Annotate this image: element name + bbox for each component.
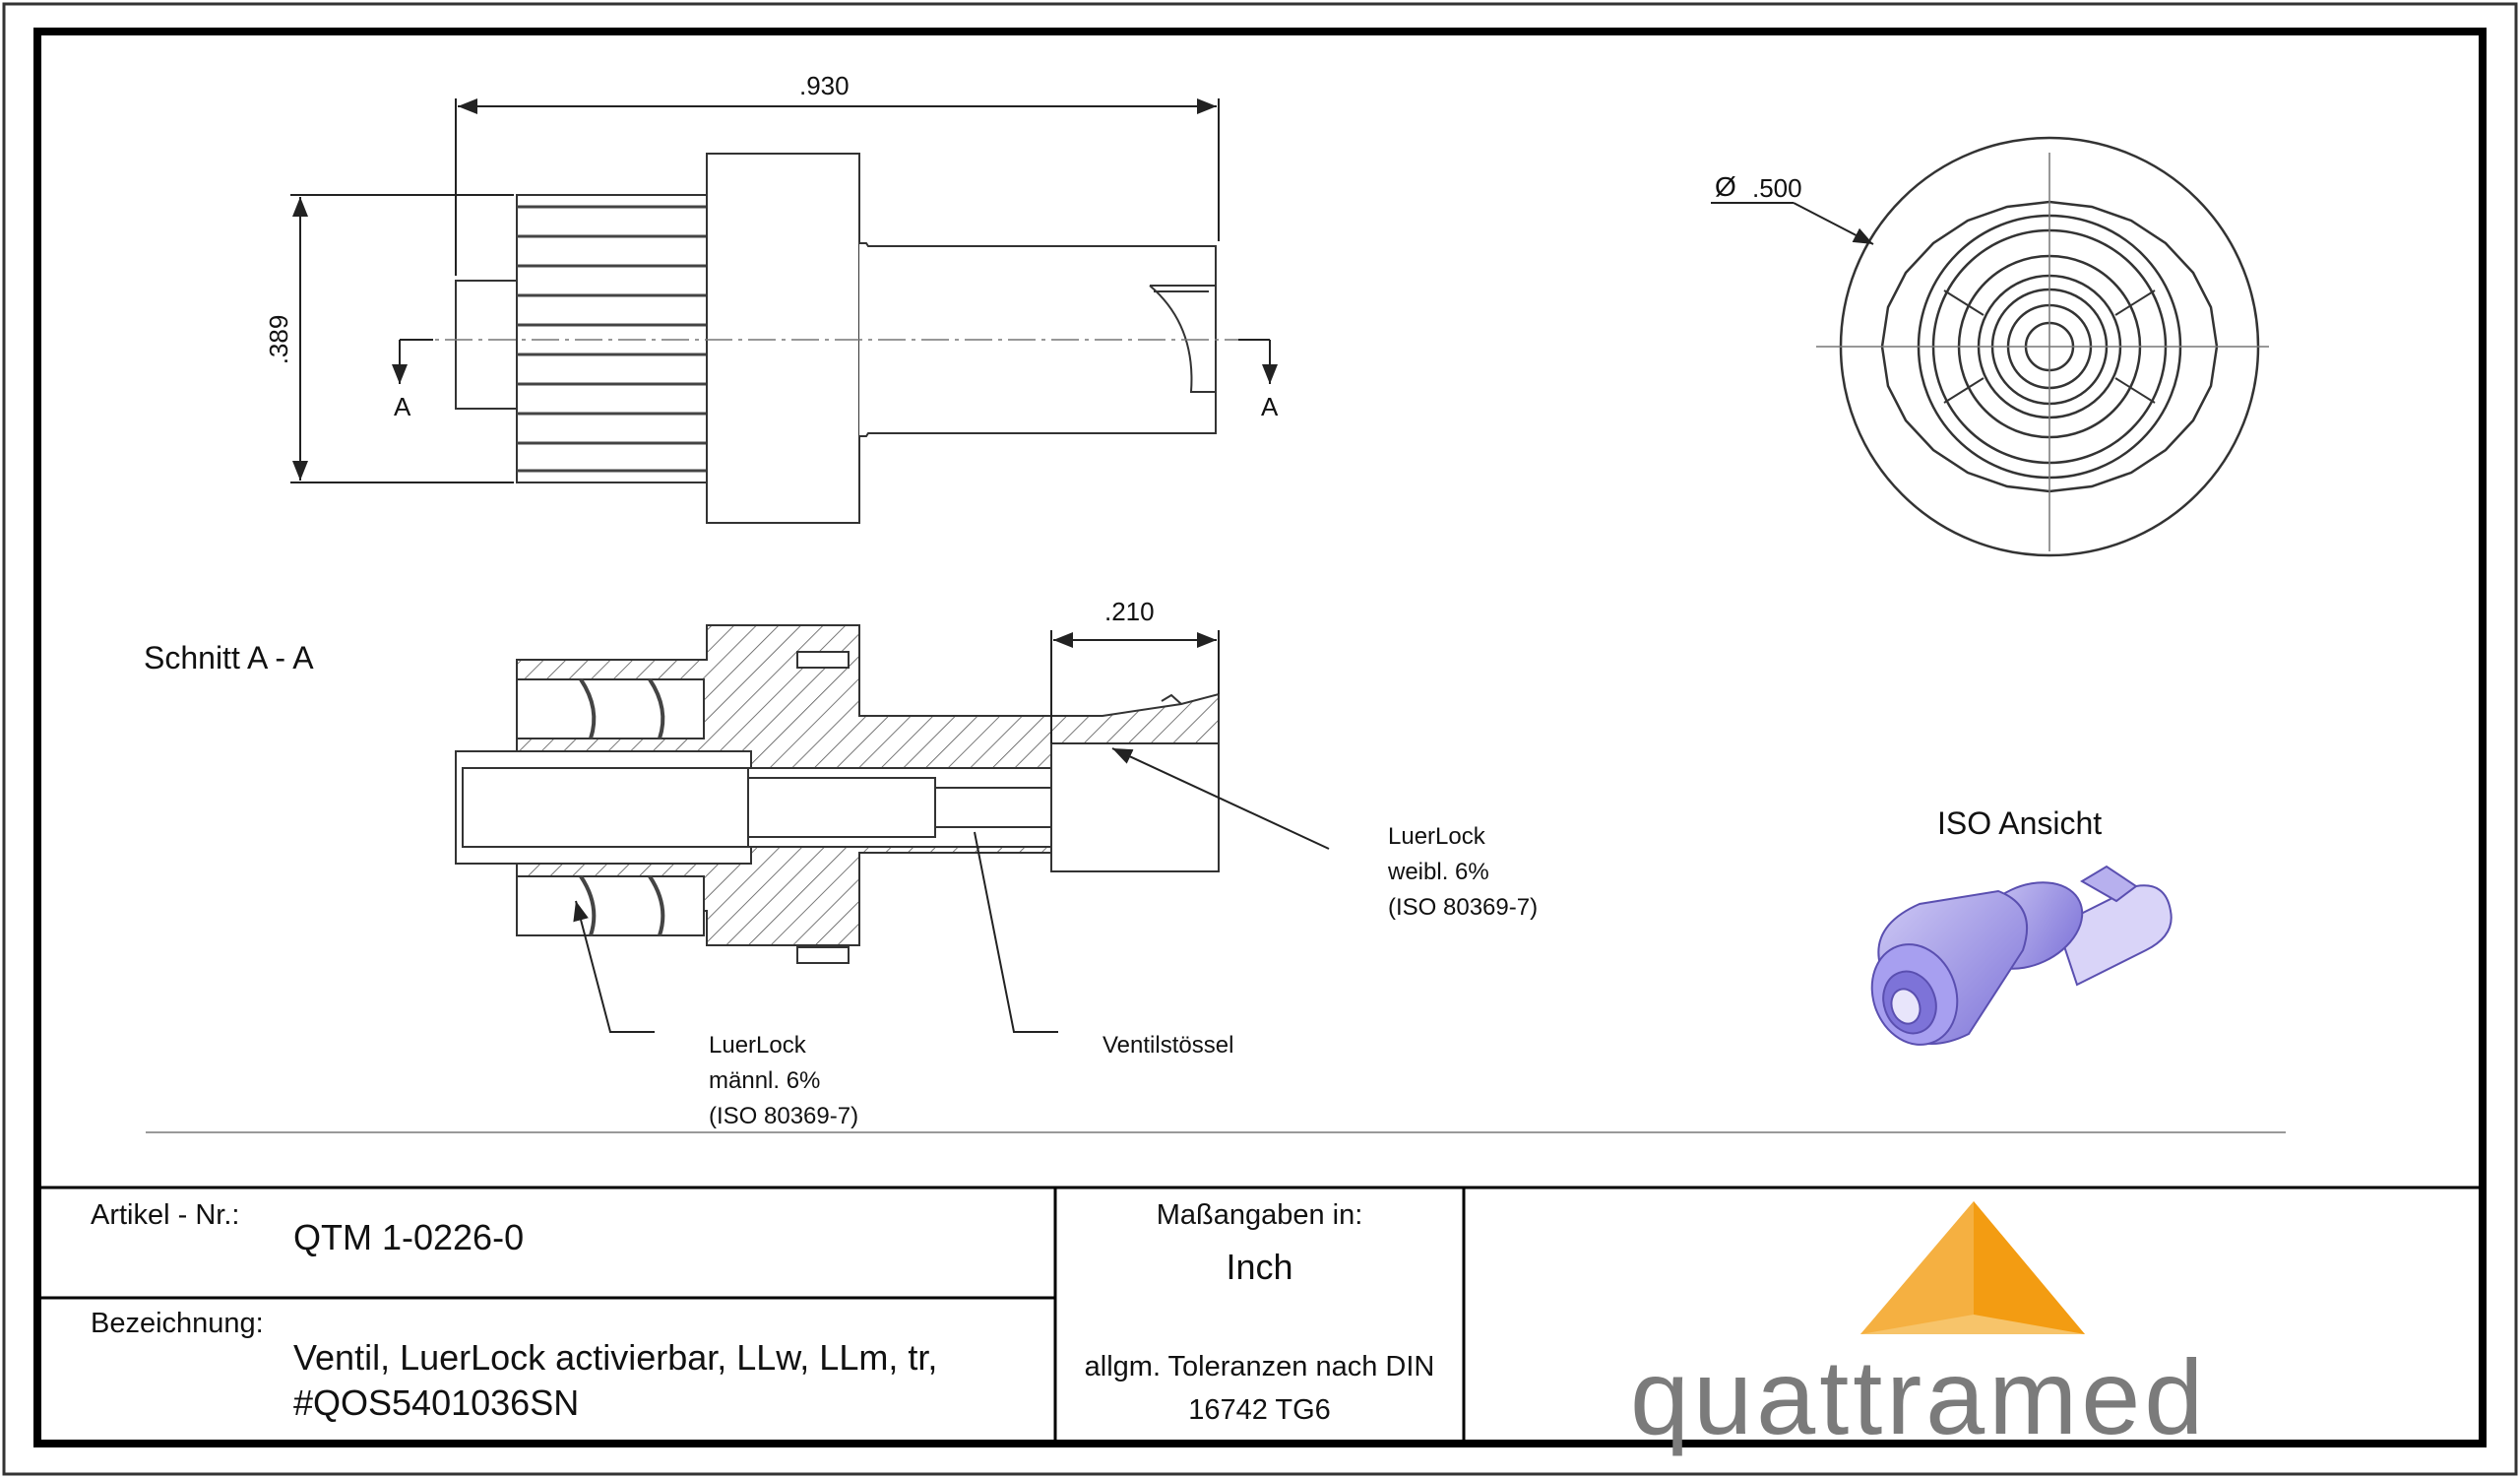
callout-female-line-1: LuerLock	[1388, 823, 1485, 850]
dimension-tip	[1050, 630, 1220, 743]
dim-length-text: .930	[799, 71, 850, 100]
callout-male: LuerLock männl. 6% (ISO 80369-7)	[709, 1028, 858, 1134]
diameter-symbol: Ø	[1715, 171, 1736, 202]
description-line-1: Ventil, LuerLock activierbar, LLw, LLm, …	[293, 1337, 938, 1378]
section-marker-right: A	[1261, 392, 1279, 421]
dimension-height	[290, 194, 514, 483]
logo-mark	[1860, 1201, 2085, 1334]
callout-female-line-2: weibl. 6%	[1388, 859, 1489, 885]
tolerance-line-2: 16742 TG6	[1188, 1394, 1331, 1426]
callout-female: LuerLock weibl. 6% (ISO 80369-7)	[1388, 819, 1538, 926]
inner-frame	[33, 28, 2487, 1447]
dimension-length	[455, 98, 1220, 276]
callout-female-line-3: (ISO 80369-7)	[1388, 894, 1539, 921]
logo-wordmark: quattramed	[1630, 1337, 2208, 1456]
tolerance-text: allgm. Toleranzen nach DIN 16742 TG6	[1055, 1345, 1464, 1432]
callout-male-line-1: LuerLock	[709, 1032, 806, 1059]
dim-height-text: .389	[264, 315, 293, 365]
units-label: Maßangaben in:	[1156, 1199, 1363, 1231]
description-line-2: #QOS5401036SN	[293, 1382, 580, 1423]
article-value: QTM 1-0226-0	[293, 1217, 525, 1257]
section-markers	[392, 339, 1278, 384]
article-label: Artikel - Nr.:	[91, 1199, 240, 1231]
dim-tip-text: .210	[1104, 597, 1155, 626]
iso-view-title: ISO Ansicht	[1937, 805, 2103, 841]
section-view	[455, 624, 1220, 964]
side-view	[455, 153, 1217, 524]
callout-male-line-2: männl. 6%	[709, 1067, 821, 1094]
description-value: Ventil, LuerLock activierbar, LLw, LLm, …	[293, 1335, 937, 1426]
title-block-grid	[37, 1186, 2483, 1444]
callout-male-line-3: (ISO 80369-7)	[709, 1103, 859, 1129]
units-value: Inch	[1226, 1247, 1293, 1287]
dim-diameter-text: .500	[1752, 173, 1802, 203]
end-view-centerlines	[1816, 153, 2269, 551]
section-marker-left: A	[394, 392, 411, 421]
section-title: Schnitt A - A	[144, 640, 314, 675]
description-label: Bezeichnung:	[91, 1308, 264, 1339]
diameter-leader	[1711, 202, 1874, 245]
leader-lines	[573, 747, 1330, 1033]
iso-part	[1870, 865, 2173, 1046]
tolerance-line-1: allgm. Toleranzen nach DIN	[1084, 1351, 1435, 1382]
callout-plunger: Ventilstössel	[1102, 1032, 1234, 1059]
